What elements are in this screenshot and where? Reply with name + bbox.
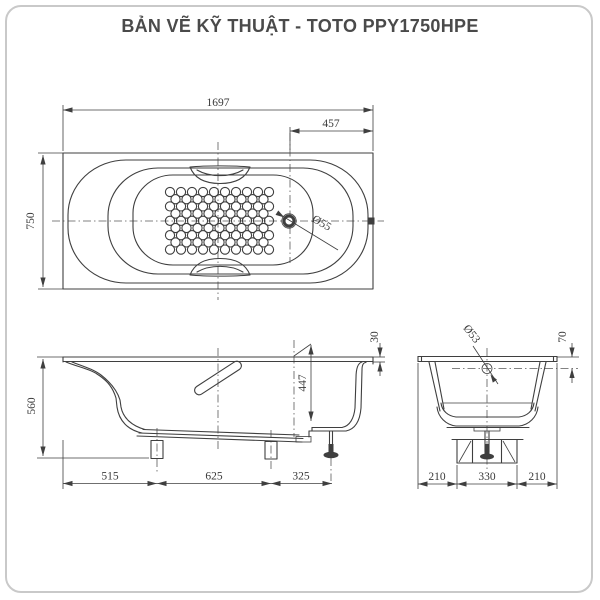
dim-foot-span-label: 625 <box>205 471 223 483</box>
basin-middle-edge <box>107 167 354 275</box>
dim-end-right-label: 210 <box>528 471 546 483</box>
dim-foot-right-label: 325 <box>292 471 310 483</box>
support-foot-left <box>150 439 164 460</box>
dim-overflow-offset-label: 70 <box>557 331 569 343</box>
dim-foot-left-label: 515 <box>101 471 119 483</box>
drawing-title: BẢN VẼ KỸ THUẬT - TOTO PPY1750HPE <box>121 16 479 36</box>
dim-overflow-offset: 70 <box>557 331 579 383</box>
side-handle-slot <box>194 360 242 396</box>
grab-handle-top <box>189 165 251 185</box>
end-view: Ø53 70 <box>417 323 579 489</box>
dim-overall-length: 1697 <box>62 97 374 151</box>
dim-height-label: 560 <box>26 397 38 415</box>
dim-side-bottom: 515 625 325 <box>62 440 332 489</box>
drain-fitting <box>295 436 312 443</box>
dim-inner-depth: 447 <box>293 343 314 421</box>
antislip-dot-pattern <box>164 186 275 255</box>
drain <box>275 210 339 251</box>
top-view: 1697 457 750 Ø55 <box>25 97 384 300</box>
adjustable-foot <box>323 430 339 459</box>
dim-end-left-label: 210 <box>428 471 446 483</box>
overflow-marker <box>367 217 375 225</box>
dim-overall-width: 750 <box>25 152 63 290</box>
dim-inner-depth-label: 447 <box>297 374 309 392</box>
dim-rim-height: 30 <box>369 331 385 376</box>
dim-overall-length-label: 1697 <box>207 97 230 109</box>
dim-overall-width-label: 750 <box>25 212 37 230</box>
end-rim <box>417 355 558 363</box>
grab-handle-bottom <box>189 257 251 277</box>
dim-end-center-label: 330 <box>478 471 496 483</box>
support-foot-right <box>264 440 278 460</box>
dim-rim-height-label: 30 <box>369 331 381 343</box>
dim-end-bottom: 210 330 210 <box>417 363 558 489</box>
side-view: 560 447 30 515 <box>26 331 385 489</box>
dim-drain-offset-label: 457 <box>322 118 340 130</box>
dim-height: 560 <box>26 356 149 459</box>
end-support-frame <box>446 426 530 464</box>
overflow-hole <box>472 345 499 385</box>
end-tub-profile <box>428 361 547 427</box>
overflow-diameter-label: Ø53 <box>461 323 483 346</box>
drain-diameter-label: Ø55 <box>310 213 333 233</box>
dim-drain-offset: 457 <box>289 118 373 150</box>
side-rim <box>62 356 374 365</box>
